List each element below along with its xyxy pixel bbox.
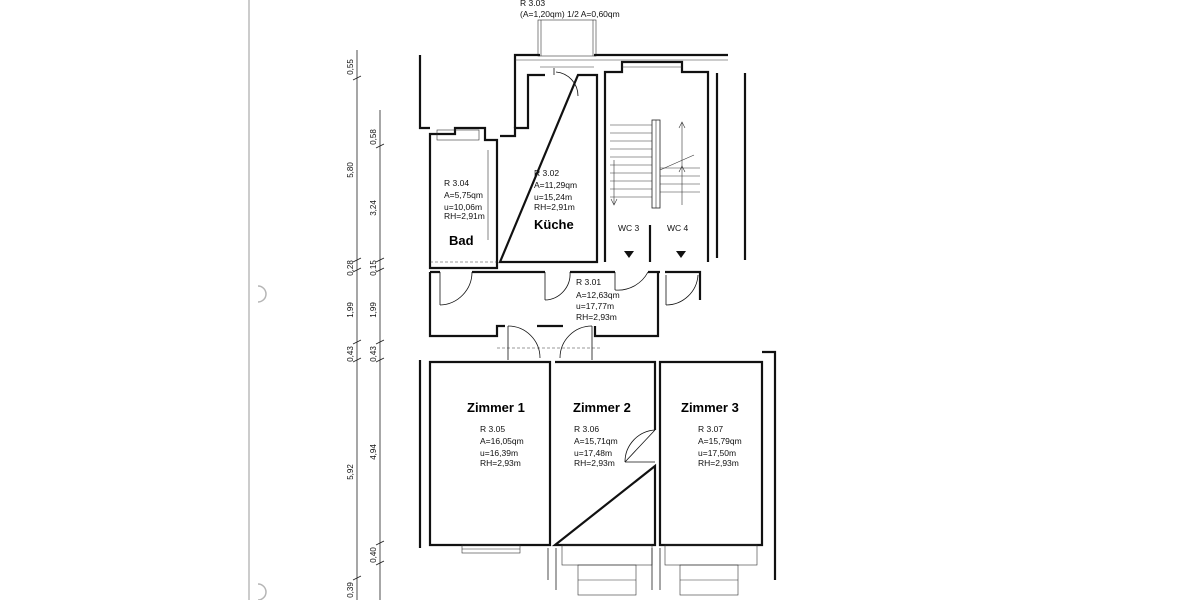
zimmer2-door-swing — [559, 325, 593, 359]
zimmer1-name: Zimmer 1 — [467, 400, 525, 415]
dimension-labels-outer: 0,55 5,80 0,28 1,99 0,43 5,92 0,39 — [346, 59, 355, 598]
zimmer2-name: Zimmer 2 — [573, 400, 631, 415]
zimmer2-height: RH=2,93m — [574, 458, 615, 468]
punch-hole-mark — [257, 285, 267, 303]
balcony: R 3.03 (A=1,20qm) 1/2 A=0,60qm — [520, 0, 620, 57]
room-zimmer-2: Zimmer 2 R 3.06 A=15,71qm u=17,48m RH=2,… — [551, 360, 657, 596]
kueche-id: R 3.02 — [534, 168, 559, 178]
zimmer1-area: A=16,05qm — [480, 436, 524, 446]
dim-inner-4: 0,43 — [369, 346, 378, 362]
dimension-labels-inner: 0,58 3,24 0,15 1,99 0,43 4,94 0,40 — [369, 129, 378, 563]
dim-outer-0: 0,55 — [346, 59, 355, 75]
wc3-vent-marker — [624, 251, 634, 258]
zimmer1-height: RH=2,93m — [480, 458, 521, 468]
wc-door-swing — [614, 271, 649, 291]
bad-name: Bad — [449, 233, 474, 248]
dim-inner-3: 1,99 — [369, 302, 378, 318]
dim-inner-2: 0,15 — [369, 260, 378, 276]
room-zimmer-1: Zimmer 1 R 3.05 A=16,05qm u=16,39m RH=2,… — [428, 360, 552, 554]
dim-outer-2: 0,28 — [346, 260, 355, 276]
kueche-area: A=11,29qm — [534, 180, 577, 190]
flur-perimeter: u=17,77m — [576, 301, 614, 311]
zimmer2-id: R 3.06 — [574, 424, 599, 434]
bad-height: RH=2,91m — [444, 211, 485, 221]
zimmer3-area: A=15,79qm — [698, 436, 742, 446]
room-zimmer-3: Zimmer 3 R 3.07 A=15,79qm u=17,50m RH=2,… — [658, 350, 777, 596]
zimmer3-name: Zimmer 3 — [681, 400, 739, 415]
kitchen-door-swing — [544, 271, 571, 301]
flur-id: R 3.01 — [576, 277, 601, 287]
stair-wc-block: WC 3 WC 4 — [603, 60, 710, 262]
zimmer3-height: RH=2,93m — [698, 458, 739, 468]
bad-id: R 3.04 — [444, 178, 469, 188]
room-flur: R 3.01 A=12,63qm u=17,77m RH=2,93m — [428, 270, 702, 360]
wc3-label: WC 3 — [618, 223, 640, 233]
dim-inner-0: 0,58 — [369, 129, 378, 145]
dim-outer-6: 0,39 — [346, 582, 355, 598]
zimmer2-area: A=15,71qm — [574, 436, 618, 446]
room-kueche: R 3.02 A=11,29qm u=15,24m RH=2,91m Küche — [498, 66, 599, 264]
stair-door-swing — [665, 274, 699, 306]
kueche-name: Küche — [534, 217, 574, 232]
wc4-label: WC 4 — [667, 223, 689, 233]
dim-inner-6: 0,40 — [369, 547, 378, 563]
room-bad: R 3.04 A=5,75qm u=10,06m RH=2,91m Bad — [428, 126, 499, 270]
kueche-perimeter: u=15,24m — [534, 192, 572, 202]
zimmer1-id: R 3.05 — [480, 424, 505, 434]
dim-outer-5: 5,92 — [346, 464, 355, 480]
balcony-area-label: (A=1,20qm) 1/2 A=0,60qm — [520, 9, 620, 19]
bad-perimeter: u=10,06m — [444, 202, 482, 212]
zimmer2-perimeter: u=17,48m — [574, 448, 612, 458]
dim-outer-1: 5,80 — [346, 162, 355, 178]
balcony-id-label: R 3.03 — [520, 0, 545, 8]
zimmer3-id: R 3.07 — [698, 424, 723, 434]
dim-inner-1: 3,24 — [369, 200, 378, 216]
dimension-chain — [352, 50, 385, 600]
kueche-height: RH=2,91m — [534, 202, 575, 212]
zimmer3-perimeter: u=17,50m — [698, 448, 736, 458]
zimmer1-perimeter: u=16,39m — [480, 448, 518, 458]
flur-height: RH=2,93m — [576, 312, 617, 322]
kitchen-balcony-door-swing — [555, 71, 579, 97]
wc4-vent-marker — [676, 251, 686, 258]
dim-outer-4: 0,43 — [346, 346, 355, 362]
dim-outer-3: 1,99 — [346, 302, 355, 318]
outer-walls — [418, 53, 747, 260]
dim-inner-5: 4,94 — [369, 444, 378, 460]
stair-treads — [610, 119, 700, 209]
bad-area: A=5,75qm — [444, 190, 483, 200]
zimmer2-3-door-swing — [624, 429, 656, 463]
flur-area: A=12,63qm — [576, 290, 620, 300]
punch-hole-mark-lower — [257, 583, 267, 600]
bad-door-swing — [439, 271, 473, 306]
zimmer1-door-swing — [507, 325, 541, 359]
